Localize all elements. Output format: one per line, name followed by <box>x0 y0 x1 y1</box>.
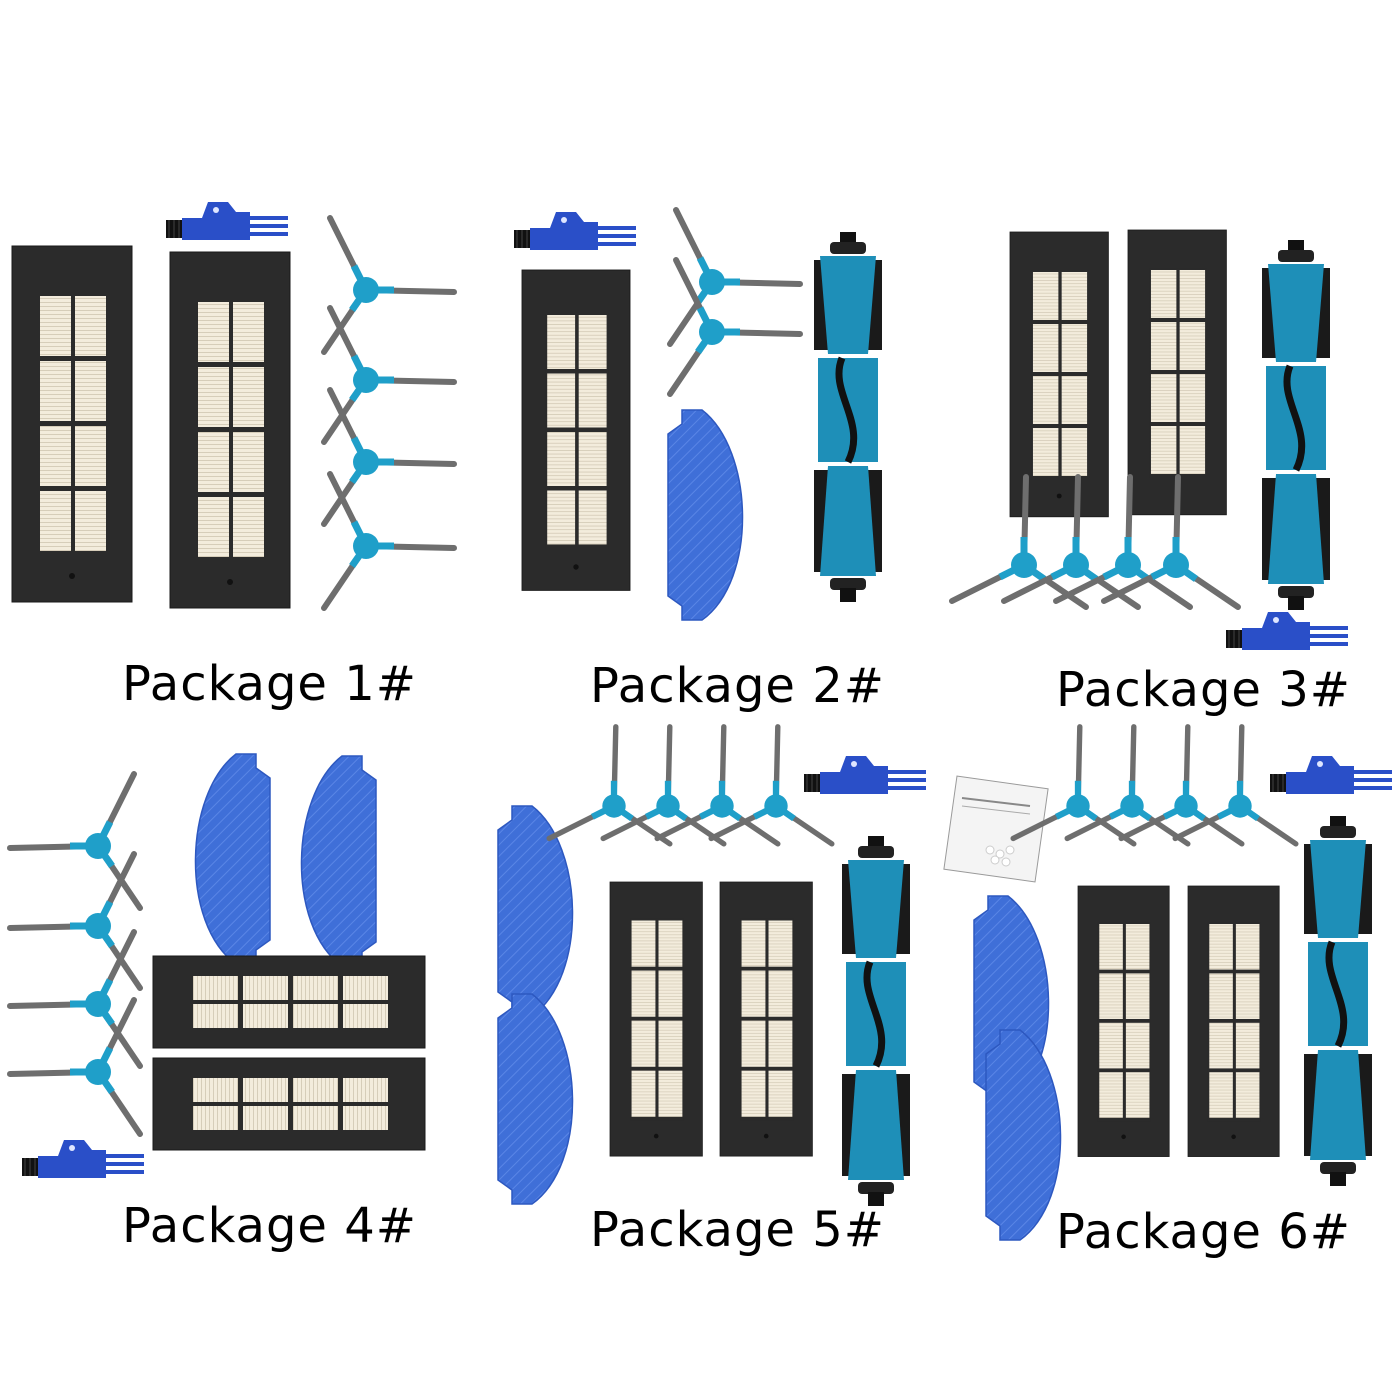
cleaning-tool <box>165 201 289 241</box>
side-brush <box>1121 727 1242 844</box>
package-2-contents <box>513 210 882 621</box>
hepa-filter <box>152 955 426 1049</box>
hepa-filter <box>1127 229 1227 516</box>
package-3-contents <box>952 229 1349 651</box>
mop-pad <box>985 1029 1062 1241</box>
package-6-label: Package 6# <box>1056 1204 1351 1260</box>
package-1-contents <box>11 201 454 609</box>
package-3-label: Package 3# <box>1056 662 1351 718</box>
hepa-filter <box>152 1057 426 1151</box>
mop-pad <box>300 755 377 967</box>
side-brush <box>657 727 778 844</box>
mop-pad <box>497 805 574 1017</box>
package-4-contents <box>10 753 426 1179</box>
package-1-label: Package 1# <box>122 656 417 712</box>
cleaning-tool <box>21 1139 145 1179</box>
side-brush <box>10 932 140 1066</box>
cleaning-tool <box>513 211 637 251</box>
side-brush <box>1067 727 1188 844</box>
cleaning-tool <box>803 755 927 795</box>
hepa-filter <box>169 251 291 609</box>
hepa-filter <box>609 881 703 1157</box>
cleaning-tool <box>1269 755 1393 795</box>
hepa-filter <box>1077 885 1170 1157</box>
package-5-contents <box>497 727 927 1206</box>
deodorant-packet <box>943 775 1049 883</box>
side-brush <box>10 1000 140 1134</box>
side-brush <box>603 727 724 844</box>
hepa-filter <box>11 245 133 603</box>
side-brush <box>670 210 800 344</box>
hepa-filter <box>1187 885 1280 1157</box>
main-roller-brush <box>1304 816 1372 1186</box>
mop-pad <box>497 993 574 1205</box>
package-4-label: Package 4# <box>122 1198 417 1254</box>
hepa-filter <box>719 881 813 1157</box>
main-roller-brush <box>814 232 882 602</box>
package-5-label: Package 5# <box>590 1202 885 1258</box>
mop-pad <box>667 409 744 621</box>
package-2-label: Package 2# <box>590 658 885 714</box>
main-roller-brush <box>842 836 910 1206</box>
hepa-filter <box>521 269 631 591</box>
hepa-filter <box>1009 231 1109 518</box>
package-6-contents <box>943 727 1393 1241</box>
side-brush <box>10 774 140 908</box>
mop-pad <box>194 753 271 965</box>
side-brush <box>549 727 670 844</box>
main-roller-brush <box>1262 240 1330 610</box>
cleaning-tool <box>1225 611 1349 651</box>
